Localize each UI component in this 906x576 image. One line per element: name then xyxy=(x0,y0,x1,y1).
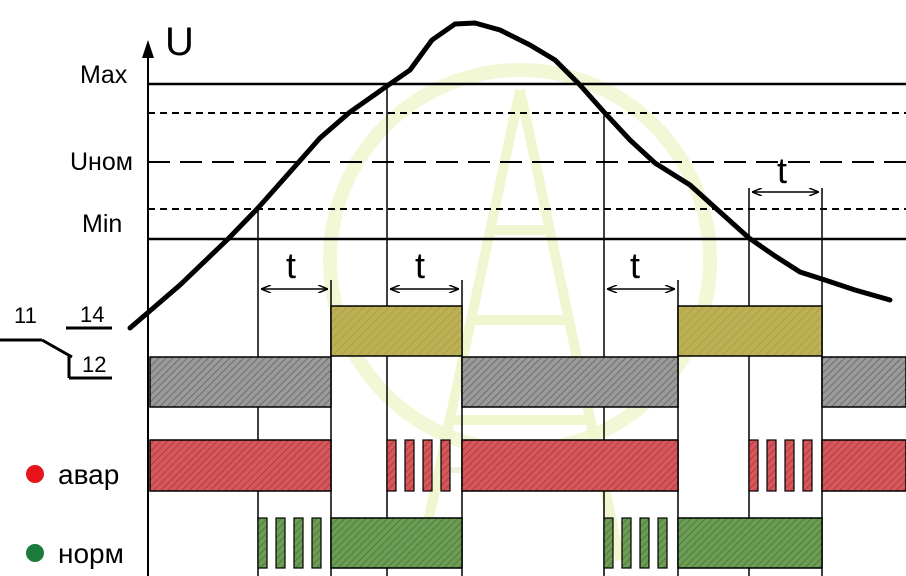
normal-blink xyxy=(257,517,268,569)
delay-arrows xyxy=(262,192,818,289)
alarm-blink xyxy=(404,439,415,492)
delay-label-2: t xyxy=(415,245,425,286)
alarm-pulse xyxy=(821,439,906,492)
alarm-indicator-label: авар xyxy=(58,459,119,490)
contact-common-label: 11 xyxy=(14,303,37,328)
normal-blink xyxy=(639,517,650,569)
alarm-blink xyxy=(766,439,777,492)
alarm-indicator-dot xyxy=(26,465,44,483)
delay-label-3: t xyxy=(630,245,640,286)
normal-blink xyxy=(603,517,614,569)
max-label: Max xyxy=(80,61,128,89)
normal-blink xyxy=(311,517,322,569)
normal-indicator-dot xyxy=(26,544,44,562)
relay-no-track xyxy=(330,305,823,357)
level-lines xyxy=(148,82,906,241)
normal-blink xyxy=(657,517,668,569)
contact-symbol xyxy=(0,326,112,380)
alarm-blink xyxy=(440,439,451,492)
normal-blink xyxy=(621,517,632,569)
relay-no-pulse xyxy=(677,305,823,357)
relay-no-pulse xyxy=(330,305,463,357)
axis-arrow-icon xyxy=(142,40,154,58)
alarm-track xyxy=(149,439,906,492)
alarm-pulse xyxy=(461,439,679,492)
normal-pulse xyxy=(677,517,823,569)
contact-no-label: 14 xyxy=(80,302,104,327)
alarm-pulse xyxy=(149,439,332,492)
normal-blink xyxy=(293,517,304,569)
relay-nc-pulse xyxy=(821,356,906,408)
normal-pulse xyxy=(330,517,463,569)
normal-track xyxy=(257,517,823,569)
normal-blink xyxy=(275,517,286,569)
delay-label-4: t xyxy=(777,150,787,191)
axis-label: U xyxy=(165,20,194,64)
alarm-blink xyxy=(422,439,433,492)
min-label: Min xyxy=(82,210,122,238)
alarm-blink xyxy=(386,439,397,492)
relay-nc-pulse xyxy=(461,356,679,408)
relay-nc-pulse xyxy=(149,356,332,408)
unom-label: Uном xyxy=(70,148,133,176)
contact-nc-label: 12 xyxy=(82,352,106,377)
voltage-curve xyxy=(127,20,893,331)
normal-indicator-label: норм xyxy=(58,538,124,569)
alarm-blink xyxy=(748,439,759,492)
alarm-blink xyxy=(802,439,813,492)
relay-nc-track xyxy=(149,356,906,408)
delay-label-1: t xyxy=(286,245,296,286)
alarm-blink xyxy=(784,439,795,492)
